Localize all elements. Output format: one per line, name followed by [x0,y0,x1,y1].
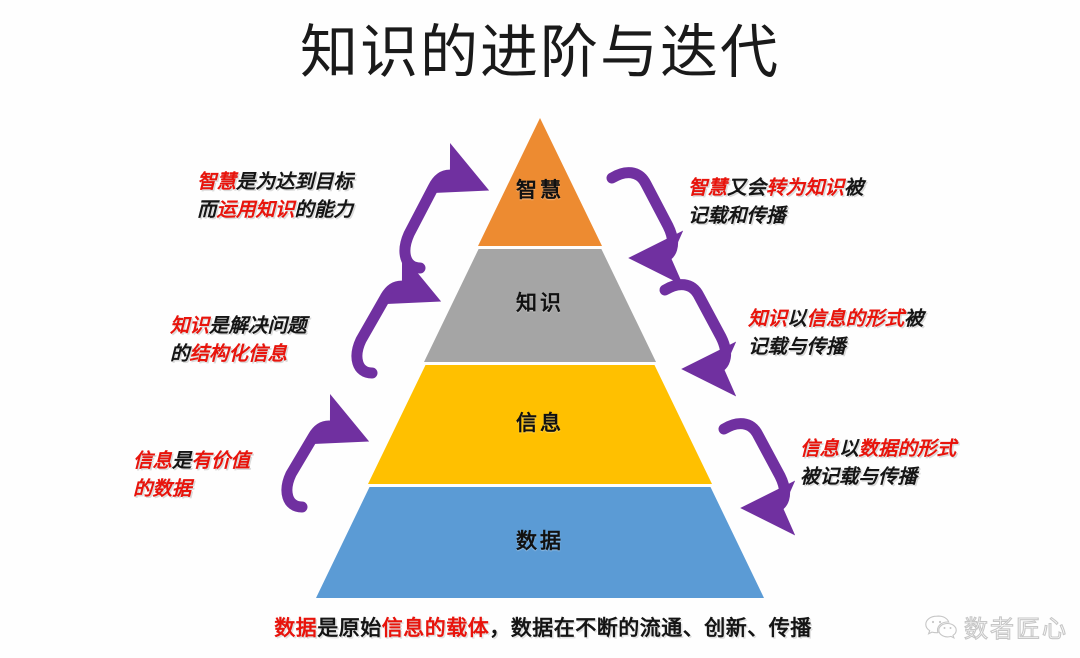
pyramid-layer-wisdom[interactable] [478,118,602,246]
annotation-line: 信息以数据的形式 [800,437,957,460]
annotation-line: 智慧是为达到目标 [197,170,354,193]
annotation-knowledge-left: 知识是解决问题 的结构化信息 [170,312,307,367]
annotation-line: 记载与传播 [748,334,846,358]
annotation-line: 而运用知识的能力 [197,197,354,221]
annotation-line: 记载和传播 [688,203,786,227]
pyramid-layer-data[interactable] [316,487,764,598]
caption-segment: 是原始 [317,616,382,640]
annotation-line: 知识是解决问题 [170,314,307,337]
wechat-icon [925,615,957,639]
pyramid-label-knowledge: 知识 [516,291,564,315]
annotation-line: 智慧又会转为知识被 [688,176,864,199]
caption-segment: 数据 [274,616,318,640]
annotation-information-left: 信息是有价值 的数据 [133,447,250,502]
annotation-information-right: 信息以数据的形式 被记载与传播 [800,435,956,490]
annotation-wisdom-right: 智慧又会转为知识被 记载和传播 [688,174,864,229]
annotation-line: 的结构化信息 [170,341,288,365]
bottom-caption: 数据是原始信息的载体，数据在不断的流通、创新、传播 [0,612,1080,642]
watermark: 数者匠心 [924,609,1068,644]
pyramid-svg [316,118,764,598]
page-title: 知识的进阶与迭代 [299,18,780,86]
annotation-wisdom-left: 智慧是为达到目标 而运用知识的能力 [197,168,353,223]
annotation-line: 的数据 [133,476,192,500]
pyramid-layer-information[interactable] [368,365,712,484]
pyramid-layer-knowledge[interactable] [424,249,656,362]
pyramid-label-information: 信息 [516,411,564,435]
pyramid-label-data: 数据 [516,529,564,553]
pyramid-label-wisdom: 智慧 [516,178,564,202]
annotation-line: 信息是有价值 [133,449,251,472]
knowledge-pyramid: 智慧 知识 信息 数据 [295,112,785,604]
caption-segment: ，数据在不断的流通、创新、传播 [489,616,812,640]
annotation-line: 知识以信息的形式被 [748,307,924,330]
annotation-knowledge-right: 知识以信息的形式被 记载与传播 [748,305,924,360]
caption-segment: 信息的载体 [381,616,490,640]
annotation-line: 被记载与传播 [800,464,918,488]
watermark-text: 数者匠心 [963,614,1068,643]
